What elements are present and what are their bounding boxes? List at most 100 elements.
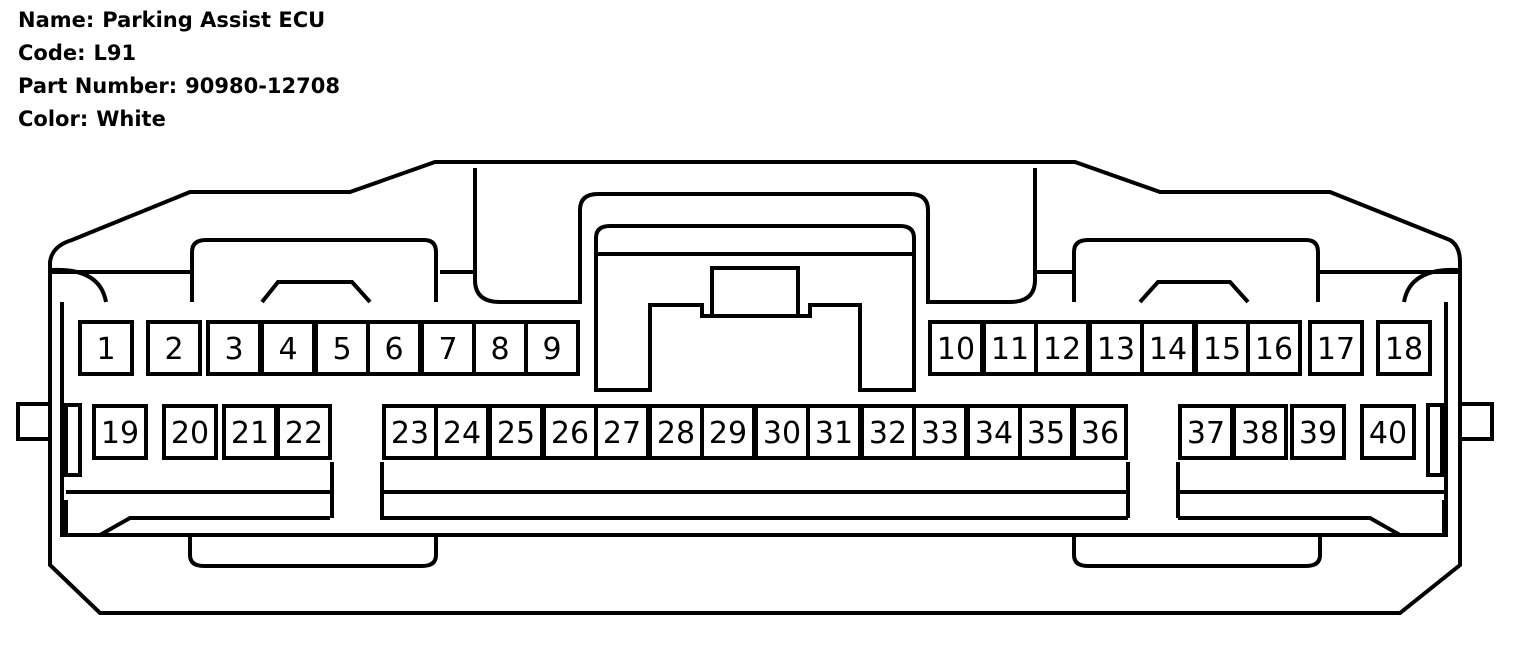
pin-35: 35 — [1018, 404, 1074, 460]
part-number-label: Part Number: — [18, 74, 178, 98]
right-post — [1126, 462, 1180, 518]
pin-number-label: 5 — [332, 332, 351, 367]
pin-cavity — [966, 404, 1022, 460]
pin-cavity — [1088, 320, 1144, 376]
pin-15: 15 — [1194, 320, 1250, 376]
connector-housing — [48, 160, 1462, 615]
pin-number-label: 11 — [991, 332, 1029, 367]
pin-number-label: 14 — [1149, 332, 1187, 367]
pin-number-label: 17 — [1317, 332, 1355, 367]
pin-36: 36 — [1072, 404, 1128, 460]
pin-cavity — [648, 404, 704, 460]
pin-9: 9 — [524, 320, 580, 376]
pin-number-label: 23 — [391, 416, 429, 451]
pin-number-label: 36 — [1081, 416, 1119, 451]
pin-number-label: 4 — [278, 332, 297, 367]
pin-33: 33 — [912, 404, 968, 460]
pin-number-label: 30 — [763, 416, 801, 451]
left-top-bump — [190, 238, 438, 302]
pin-7: 7 — [420, 320, 476, 376]
pin-number-label: 18 — [1385, 332, 1423, 367]
pin-cavity — [1308, 320, 1364, 376]
pin-cavity — [928, 320, 984, 376]
pin-number-label: 24 — [443, 416, 481, 451]
pin-31: 31 — [806, 404, 862, 460]
pin-cavity — [162, 404, 218, 460]
pin-32: 32 — [860, 404, 916, 460]
pin-19: 19 — [92, 404, 148, 460]
pin-number-label: 26 — [551, 416, 589, 451]
code-value: L91 — [93, 41, 137, 65]
pin-27: 27 — [594, 404, 650, 460]
pin-cavity — [146, 320, 202, 376]
pin-cavity — [1246, 320, 1302, 376]
pin-37: 37 — [1178, 404, 1234, 460]
pin-number-label: 10 — [937, 332, 975, 367]
pin-25: 25 — [488, 404, 544, 460]
pin-cavity — [806, 404, 862, 460]
pin-13: 13 — [1088, 320, 1144, 376]
pin-11: 11 — [982, 320, 1038, 376]
code-row: Code: L91 — [18, 37, 340, 70]
pin-18: 18 — [1376, 320, 1432, 376]
right-top-bump — [1072, 238, 1320, 302]
pin-cavity — [1290, 404, 1346, 460]
right-small-bump — [1138, 280, 1250, 304]
pin-cavity — [1360, 404, 1416, 460]
code-label: Code: — [18, 41, 86, 65]
pin-cavity — [92, 404, 148, 460]
pin-number-label: 3 — [224, 332, 243, 367]
pin-number-label: 7 — [438, 332, 457, 367]
pin-number-label: 9 — [542, 332, 561, 367]
pin-number-label: 35 — [1027, 416, 1065, 451]
pin-number-label: 38 — [1241, 416, 1279, 451]
color-label: Color: — [18, 107, 89, 131]
pin-number-label: 13 — [1097, 332, 1135, 367]
pin-6: 6 — [366, 320, 422, 376]
color-row: Color: White — [18, 103, 340, 136]
pin-8: 8 — [472, 320, 528, 376]
pin-24: 24 — [434, 404, 490, 460]
name-label: Name: — [18, 8, 95, 32]
pin-number-label: 20 — [171, 416, 209, 451]
pin-cavity — [1232, 404, 1288, 460]
pin-2: 2 — [146, 320, 202, 376]
lock-tab — [594, 224, 916, 392]
right-latch — [1460, 402, 1494, 441]
pin-number-label: 15 — [1203, 332, 1241, 367]
pin-number-label: 39 — [1299, 416, 1337, 451]
pin-cavity — [524, 320, 580, 376]
pin-number-label: 31 — [815, 416, 853, 451]
right-corner-key — [1402, 267, 1459, 303]
pin-38: 38 — [1232, 404, 1288, 460]
pin-cavity — [382, 404, 438, 460]
pin-26: 26 — [542, 404, 598, 460]
left-small-bump — [260, 280, 372, 304]
pin-number-label: 37 — [1187, 416, 1225, 451]
pin-14: 14 — [1140, 320, 1196, 376]
part-number-row: Part Number: 90980-12708 — [18, 70, 340, 103]
pin-22: 22 — [276, 404, 332, 460]
pin-number-label: 40 — [1369, 416, 1407, 451]
pin-4: 4 — [260, 320, 316, 376]
right-end-slot — [1426, 403, 1444, 477]
connector-info: Name:Parking Assist ECU Code:L91 Part Nu… — [18, 4, 340, 136]
pin-29: 29 — [700, 404, 756, 460]
pin-number-label: 33 — [921, 416, 959, 451]
part-number-value: 90980-12708 — [185, 74, 340, 98]
pin-number-label: 16 — [1255, 332, 1293, 367]
pin-23: 23 — [382, 404, 438, 460]
pin-number-label: 22 — [285, 416, 323, 451]
pin-34: 34 — [966, 404, 1022, 460]
pin-1: 1 — [78, 320, 134, 376]
pin-number-label: 25 — [497, 416, 535, 451]
center-hood — [473, 168, 1037, 304]
pin-number-label: 1 — [96, 332, 115, 367]
pin-number-label: 27 — [603, 416, 641, 451]
pin-17: 17 — [1308, 320, 1364, 376]
pin-number-label: 32 — [869, 416, 907, 451]
color-value: White — [96, 107, 166, 131]
pin-3: 3 — [206, 320, 262, 376]
pin-cavity — [1194, 320, 1250, 376]
